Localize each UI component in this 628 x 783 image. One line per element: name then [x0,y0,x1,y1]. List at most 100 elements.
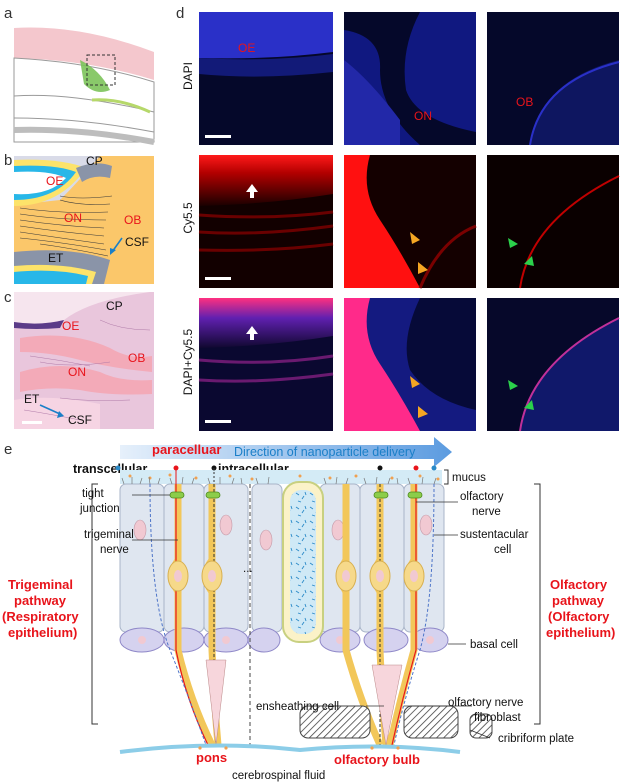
panel-b: b CP OE ON OB ET CSF [4,152,154,284]
panel-e: e Direction of nanoparticle delivery par… [2,437,615,782]
cy55-row [198,155,620,289]
panel-c-csf-label: CSF [68,413,92,427]
cell-nuclei [133,514,433,551]
panel-c-nerve-band-2 [20,366,152,395]
right-bracket [534,483,541,725]
panel-a: a [4,5,155,145]
dapi-ob-region [530,60,619,145]
dapi-oe-label: OE [238,41,255,55]
nerve-bundles [205,659,403,746]
pathway-markers [115,465,437,484]
central-gland-lumen [290,490,316,634]
merge-on-dark [406,298,476,410]
trigeminal-nerve-label-1: trigeminal [84,529,134,541]
epithelial-cells [119,483,445,633]
panel-c-epithelium [14,320,64,329]
merge-row [198,298,620,432]
panel-c-texture [23,319,151,421]
trigeminal-neurons [149,483,223,747]
panel-b-white-layer [14,171,66,195]
trigeminal-pathway-3: (Respiratory [2,609,79,624]
panel-b-ob-label: OB [124,213,141,227]
leader-lines [132,494,491,739]
cy55-on-bright [344,155,420,288]
panel-b-csf-label: CSF [125,235,149,249]
panel-a-green-arrow [91,98,151,114]
panel-a-skull [13,57,155,143]
dapi-scalebar [205,135,231,138]
merge-ob-edge [519,317,620,432]
trigeminal-pathway-4: epithelium) [8,625,77,640]
fibroblast-label-2: fibroblast [474,712,521,724]
panel-c-top-tissue [14,292,150,324]
panel-b-oe-label: OE [46,174,63,188]
cy55-green-arrow-2 [524,256,534,266]
cy55-yellow-arrow-2 [418,262,428,274]
cilia [121,476,437,485]
cy55-white-arrow [246,184,258,198]
panel-e-letter: e [4,441,12,458]
olfactory-pathway-4: epithelium) [546,625,615,640]
merge-green-arrow-1 [508,380,518,390]
panel-c-on-label: ON [68,365,86,379]
trigeminal-pathway-1: Trigeminal [8,577,73,592]
merge-scalebar [205,420,231,423]
panel-b-et-label: ET [48,251,64,265]
merge-yellow-arrow-2 [418,406,428,418]
direction-label: Direction of nanoparticle delivery [234,445,416,459]
basal-nuclei [138,636,434,644]
paracelluar-label: paracelluar [152,442,221,457]
olfactory-bulb-label: olfactory bulb [334,752,420,767]
ellipsis-label: ... [243,563,253,575]
cy55-streaks [198,210,334,252]
panel-c-csf-arrowhead [57,411,64,418]
tight-junction-label-1: tight [82,488,105,500]
basal-cell-label: basal cell [470,639,518,651]
merge-ob-region [520,318,619,431]
ensheathing-cell-label: ensheathing cell [256,701,339,713]
tight-junctions [169,491,423,499]
sustentacular-label-2: cell [494,544,511,556]
cy55-oe-layer [199,155,333,206]
cy55-on-fiber [418,224,477,289]
merge-on-bright [344,298,420,431]
dapi-ob-edge [529,61,620,146]
cy55-green-arrow-1 [508,238,518,248]
mucus-particles [128,473,440,481]
panel-b-cp-gray [76,163,112,182]
panel-c-ob-label: OB [128,351,145,365]
cy55-ob-edge [519,175,620,289]
olfactory-pathway-1: Olfactory [550,577,608,592]
panel-c-et-label: ET [24,392,40,406]
dapi-on-dark [344,12,476,145]
panel-c-oe-label: OE [62,319,79,333]
trigeminal-pathway-2: pathway [14,593,67,608]
panel-c-letter: c [4,289,12,306]
panel-c: c CP OE OB ON ET CSF [4,289,154,429]
panel-b-nerve-fibers [19,195,113,257]
panel-d: d DAPI Cy5.5 DAPI+Cy5.5 OE ON OB [176,5,620,432]
mucus-label: mucus [452,472,486,484]
mucus-layer [120,470,442,484]
panel-c-csf-arrow [39,404,61,415]
dapi-on-bright [344,60,400,145]
panel-b-csf-arrowhead [110,248,116,255]
olfactory-nerve-label-1: olfactory [460,491,504,503]
left-bracket [91,483,98,725]
mucus-bracket [444,469,449,485]
panel-b-on-region [14,204,106,253]
merge-streaks [198,354,334,383]
tight-junction-label-2: junction [79,503,120,515]
panel-d-letter: d [176,5,184,22]
panel-c-nerve-band-1 [20,335,152,372]
panel-a-zoom-box [86,54,116,86]
panel-c-scalebar [22,421,42,424]
cy55-scalebar [205,277,231,280]
row-label-dapi: DAPI [181,62,195,90]
merge-white-arrow [246,326,258,340]
pons-label: pons [196,750,227,765]
merge-oe-layer [199,298,333,348]
csf-particles [198,746,400,750]
panel-a-palate [13,126,155,145]
panel-b-letter: b [4,152,12,169]
